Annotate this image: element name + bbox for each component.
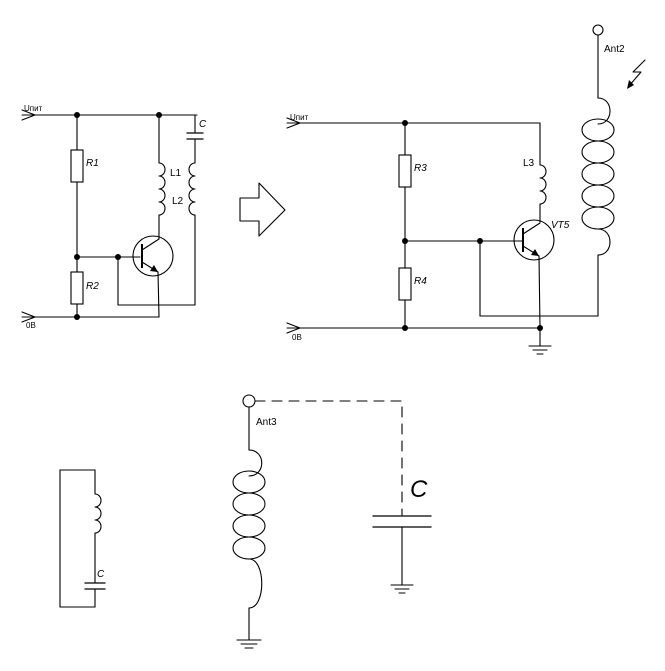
label-vt5: VT5 [551, 220, 570, 231]
label-ant3: Ant3 [256, 417, 277, 428]
antenna-ant3-terminal [242, 394, 256, 408]
schematic-1: Uпит 0В R1 R2 L1 C [21, 104, 207, 330]
resistor-r4 [398, 267, 412, 301]
supply-label-2: Uпит [290, 113, 309, 122]
transistor-1 [132, 235, 174, 277]
inductor-l1 [158, 162, 166, 216]
antenna-ant2-terminal [592, 24, 604, 36]
label-r4: R4 [414, 276, 427, 287]
schematic-4: Ant3 C [232, 394, 432, 649]
ground-label-1: 0В [26, 321, 36, 330]
transistor-vt5 [513, 219, 555, 261]
dashed-connection [254, 400, 403, 516]
resistor-r1 [70, 149, 84, 183]
antenna-ant3-coil [232, 470, 266, 560]
resistor-r3 [398, 154, 412, 188]
label-c-loop: C [97, 569, 105, 580]
supply-label-1: Uпит [24, 104, 43, 113]
label-l1: L1 [170, 168, 182, 179]
antenna-ant2-coil [581, 118, 615, 230]
label-r1: R1 [86, 158, 99, 169]
transform-arrow [239, 182, 286, 237]
resistor-r2 [70, 271, 84, 305]
label-l2: L2 [172, 196, 184, 207]
inductor-loop [94, 493, 102, 534]
schematic-3: C [59, 469, 106, 608]
label-l3: L3 [523, 158, 535, 169]
label-c-big: C [410, 476, 428, 503]
label-r2: R2 [86, 281, 99, 292]
schematic-2: Uпит 0В R3 R4 L3 VT5 Ant2 [286, 24, 646, 355]
radiation-icon [628, 59, 646, 87]
ground-label-2: 0В [292, 333, 302, 342]
inductor-l3 [539, 164, 547, 205]
label-r3: R3 [414, 163, 427, 174]
label-c1: C [199, 119, 207, 130]
inductor-l2 [188, 162, 196, 216]
label-ant2: Ant2 [604, 44, 625, 55]
